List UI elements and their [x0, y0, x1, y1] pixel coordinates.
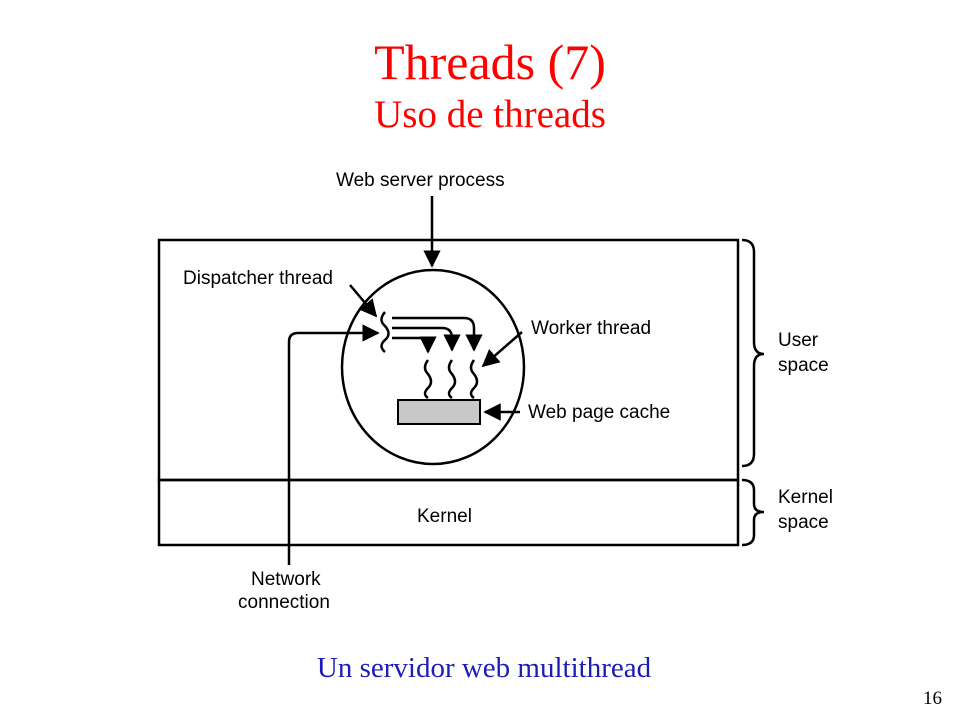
dispatcher-thread-arrow — [349, 284, 378, 318]
worker-thread-arrow — [481, 331, 523, 368]
network-connection-arrow — [287, 324, 380, 565]
slide-title: Threads (7) — [374, 34, 606, 90]
slide-subtitle: Uso de threads — [374, 93, 606, 136]
kernel-space-label-line2: space — [778, 512, 829, 533]
dispatcher-thread-squiggle — [380, 311, 390, 353]
web-page-cache-label: Web page cache — [528, 402, 670, 423]
network-connection-label-line2: connection — [238, 592, 330, 613]
worker-thread-squiggle-3 — [469, 359, 479, 400]
process-circle — [340, 268, 526, 466]
dispatch-arrow-1 — [392, 316, 483, 352]
web-server-process-label: Web server process — [336, 170, 505, 191]
kernel-label: Kernel — [417, 506, 472, 527]
network-connection-label-line1: Network — [251, 569, 321, 590]
user-space-label-line1: User — [778, 330, 819, 351]
web-page-cache-box — [397, 399, 481, 425]
dispatcher-thread-label: Dispatcher thread — [183, 268, 333, 289]
user-space-brace — [741, 238, 765, 468]
kernel-space-label-line1: Kernel — [778, 487, 833, 508]
kernel-box — [157, 478, 740, 547]
page-number: 16 — [923, 688, 942, 709]
user-space-label-line2: space — [778, 355, 829, 376]
slide-caption: Un servidor web multithread — [316, 652, 652, 684]
worker-thread-squiggle-1 — [423, 359, 433, 400]
dispatch-arrow-2 — [392, 326, 461, 352]
worker-thread-squiggle-2 — [447, 359, 457, 400]
worker-thread-label: Worker thread — [531, 318, 651, 339]
kernel-space-brace — [741, 478, 765, 547]
dispatch-arrow-3 — [392, 336, 437, 354]
